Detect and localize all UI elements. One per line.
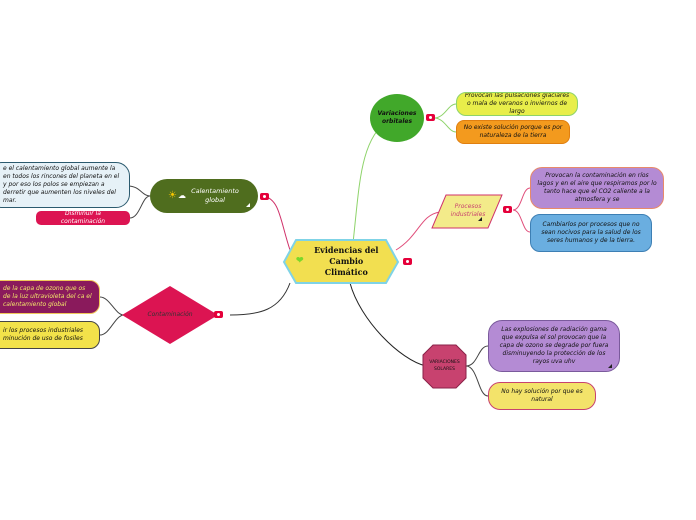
industrial-child-1[interactable]: Provocan la contaminación en ríos lagos … — [530, 167, 664, 209]
solar-child-1-text: Las explosiones de radiación gama que ex… — [499, 325, 609, 366]
link-central-warming — [263, 195, 291, 251]
industrial-child-2[interactable]: Cambiarlos por procesos que no sean noci… — [530, 214, 652, 252]
pollution-child-1[interactable]: de la capa de ozono que os de la luz ult… — [0, 280, 100, 314]
solar-node-shape — [422, 344, 467, 389]
solar-child-2[interactable]: No hay solución por que es natural — [488, 382, 596, 410]
orbital-label: Variaciones orbitales — [377, 109, 417, 125]
warming-child-2-text: Disminuir la contaminación — [60, 211, 106, 225]
warming-node[interactable]: ☀ ☁ Calentamiento global — [150, 179, 258, 213]
warming-collapse-toggle[interactable] — [260, 193, 269, 200]
solar-node[interactable]: VARIACIONES SOLARES — [423, 345, 466, 388]
warming-child-1[interactable]: e el calentamiento global aumente la en … — [0, 162, 130, 208]
link-central-pollution — [229, 282, 291, 316]
industrial-collapse-toggle[interactable] — [503, 206, 512, 213]
solar-label: VARIACIONES SOLARES — [429, 360, 460, 372]
industrial-node-shape — [431, 194, 503, 229]
solar-child-1[interactable]: Las explosiones de radiación gama que ex… — [488, 320, 620, 372]
pollution-child-2[interactable]: ir los procesos industriales minución de… — [0, 321, 100, 349]
warming-child-2[interactable]: Disminuir la contaminación — [36, 211, 130, 225]
cloud-icon: ☁ — [177, 190, 186, 200]
heart-icon: ❤ — [296, 256, 304, 267]
industrial-expand-icon — [478, 217, 482, 221]
pollution-collapse-toggle[interactable] — [214, 311, 223, 318]
central-node[interactable]: ❤ Evidencias del Cambio Climático — [296, 240, 386, 283]
industrial-child-1-text: Provocan la contaminación en ríos lagos … — [537, 171, 657, 204]
warming-child-1-text: e el calentamiento global aumente la en … — [3, 164, 120, 205]
orbital-child-1[interactable]: Provocan las pulsaciones glaciares o mal… — [456, 92, 578, 116]
orbital-collapse-toggle[interactable] — [426, 114, 435, 121]
solar-child-2-text: No hay solución por que es natural — [501, 387, 583, 403]
sun-icon: ☀ — [168, 190, 177, 202]
industrial-node[interactable]: Procesos industriales — [440, 198, 496, 224]
central-node-shape — [282, 239, 400, 284]
pollution-node[interactable]: Contaminación — [134, 306, 206, 324]
warming-expand-icon — [246, 203, 250, 207]
industrial-label: Procesos industriales — [450, 202, 486, 218]
link-central-industrial — [395, 211, 441, 251]
orbital-child-2[interactable]: No existe solución porque es por natural… — [456, 120, 570, 144]
solar-expand-icon — [608, 364, 612, 368]
orbital-node[interactable]: Variaciones orbitales — [370, 94, 424, 142]
warming-label: Calentamiento global — [191, 187, 239, 204]
orbital-child-2-text: No existe solución porque es por natural… — [463, 123, 563, 139]
orbital-child-1-text: Provocan las pulsaciones glaciares o mal… — [464, 92, 570, 116]
central-title: Evidencias del Cambio Climático — [314, 245, 379, 277]
link-central-solar — [349, 282, 427, 367]
industrial-child-2-text: Cambiarlos por procesos que no sean noci… — [541, 220, 641, 245]
pollution-child-2-text: ir los procesos industriales minución de… — [3, 326, 84, 342]
pollution-label: Contaminación — [147, 310, 193, 318]
central-collapse-toggle[interactable] — [403, 258, 412, 265]
pollution-node-shape — [122, 286, 218, 344]
pollution-child-1-text: de la capa de ozono que os de la luz ult… — [3, 284, 92, 309]
